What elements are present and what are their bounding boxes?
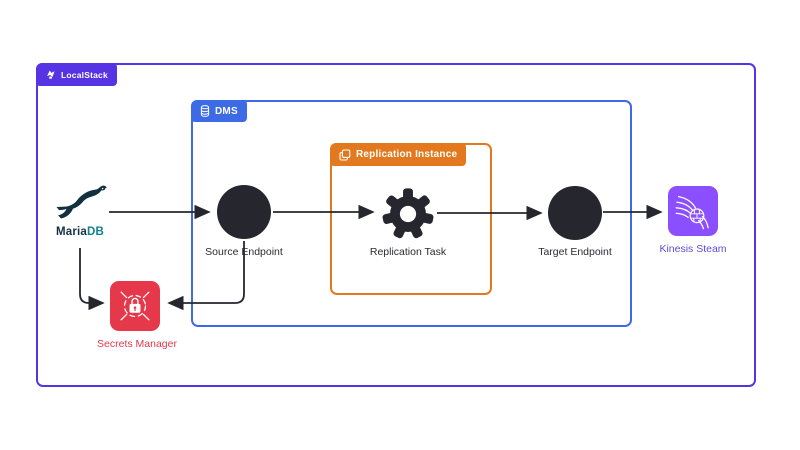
target-endpoint-label: Target Endpoint xyxy=(538,246,612,258)
replication-instance-badge-label: Replication Instance xyxy=(356,149,458,160)
source-endpoint-node xyxy=(217,185,271,239)
target-endpoint-node xyxy=(548,186,602,240)
dms-badge: DMS xyxy=(191,100,247,122)
source-endpoint-label: Source Endpoint xyxy=(205,246,283,258)
replication-task-label: Replication Task xyxy=(369,246,447,258)
database-icon xyxy=(200,104,210,118)
secrets-manager-label: Secrets Manager xyxy=(97,338,177,350)
replication-instance-badge: Replication Instance xyxy=(330,143,467,166)
secrets-manager-node xyxy=(110,281,160,331)
kinesis-streams-icon xyxy=(673,191,713,231)
instances-copy-icon xyxy=(339,148,351,161)
gear-icon xyxy=(381,187,435,241)
kinesis-stream-label: Kinesis Steam xyxy=(659,243,727,255)
kinesis-stream-node xyxy=(668,186,718,236)
dms-group-box xyxy=(191,100,632,327)
replication-task-node xyxy=(381,187,435,241)
mariadb-seal-icon xyxy=(48,183,112,225)
localstack-group-box xyxy=(36,63,756,387)
mariadb-node: MariaDB xyxy=(48,183,112,238)
mariadb-label: MariaDB xyxy=(55,226,105,238)
localstack-badge-label: LocalStack xyxy=(61,69,108,80)
secrets-lock-icon xyxy=(114,285,156,327)
localstack-badge: LocalStack xyxy=(36,63,117,86)
localstack-logo-icon xyxy=(45,69,56,80)
dms-badge-label: DMS xyxy=(215,105,238,117)
